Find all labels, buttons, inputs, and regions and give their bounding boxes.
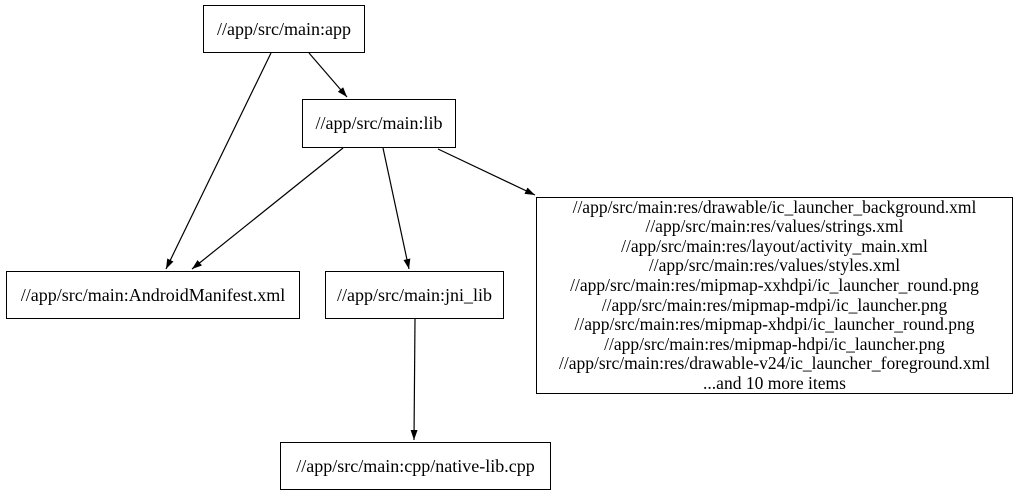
res-item: //app/src/main:res/mipmap-xxhdpi/ic_laun… [570,274,979,295]
res-item: //app/src/main:res/mipmap-xhdpi/ic_launc… [574,314,975,335]
node-app-label: //app/src/main:app [217,18,351,39]
node-jni-lib-label: //app/src/main:jni_lib [337,284,492,305]
node-jni-lib: //app/src/main:jni_lib [325,271,504,319]
node-native-lib-cpp: //app/src/main:cpp/native-lib.cpp [280,442,551,490]
node-android-manifest-label: //app/src/main:AndroidManifest.xml [20,284,286,305]
node-lib-label: //app/src/main:lib [315,113,443,133]
res-item: //app/src/main:res/values/styles.xml [648,255,901,276]
res-item: //app/src/main:res/values/strings.xml [645,216,904,237]
edge-jni-lib-to-cpp [410,318,418,441]
edge-lib-to-manifest [191,147,344,270]
node-native-lib-cpp-label: //app/src/main:cpp/native-lib.cpp [296,455,535,476]
edge-lib-to-res [437,148,536,196]
res-item: //app/src/main:res/mipmap-hdpi/ic_launch… [604,333,945,354]
node-android-manifest: //app/src/main:AndroidManifest.xml [6,271,300,319]
edge-app-to-manifest [165,52,272,270]
edge-app-to-lib [308,52,348,98]
edge-lib-to-jni-lib [382,147,411,270]
node-lib: //app/src/main:lib [302,99,456,148]
node-app: //app/src/main:app [203,5,365,53]
res-item: //app/src/main:res/drawable/ic_launcher_… [572,196,977,217]
node-res-group: //app/src/main:res/drawable/ic_launcher_… [536,197,1013,394]
res-item: //app/src/main:res/mipmap-mdpi/ic_launch… [601,294,948,315]
res-more-items: ...and 10 more items [703,372,846,393]
res-item: //app/src/main:res/drawable-v24/ic_launc… [558,353,991,374]
res-item: //app/src/main:res/layout/activity_main.… [621,235,928,256]
